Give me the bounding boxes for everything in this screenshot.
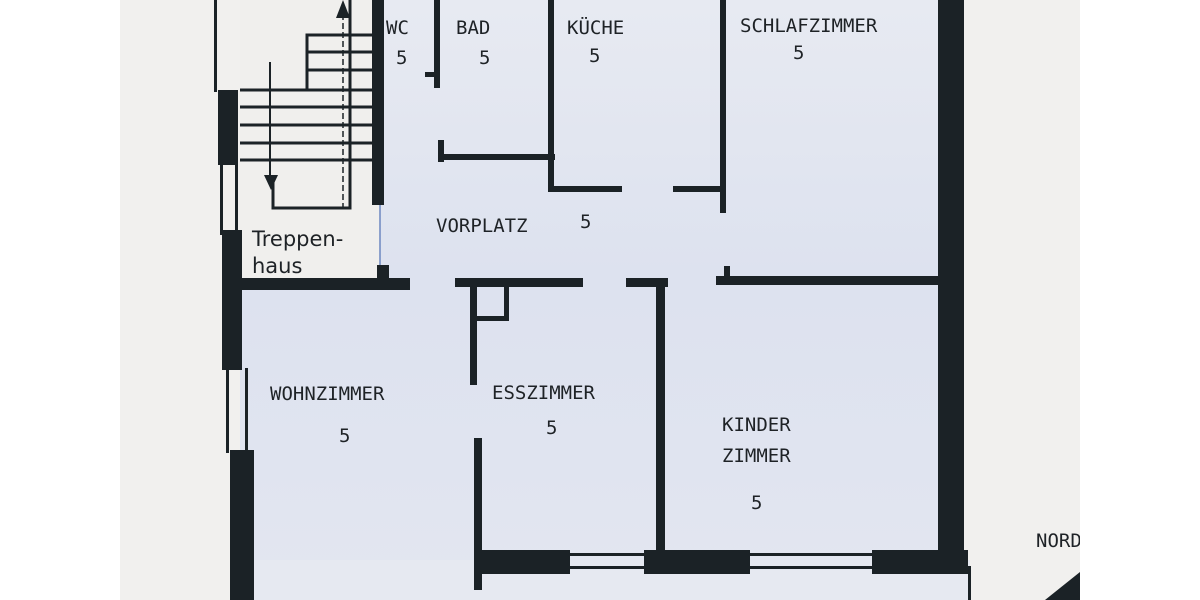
stairwell-label-2: haus <box>252 254 302 278</box>
right-margin <box>1080 0 1200 600</box>
stair-up-arrow-icon <box>336 0 350 18</box>
room-number-bad: 5 <box>479 47 490 69</box>
room-number-kueche: 5 <box>589 45 600 67</box>
stair-down-arrow-icon <box>264 175 278 190</box>
walls <box>214 0 971 600</box>
room-number-schlafzimmer: 5 <box>793 42 804 64</box>
room-label-wohnzimmer: WOHNZIMMER <box>270 383 385 405</box>
room-number-kinderzimmer: 5 <box>751 492 762 514</box>
room-label-vorplatz: VORPLATZ <box>436 215 528 237</box>
room-label-esszimmer: ESSZIMMER <box>492 382 596 404</box>
room-number-wc: 5 <box>396 47 407 69</box>
north-arrow-icon <box>1045 572 1080 600</box>
room-number-wohnzimmer: 5 <box>339 425 350 447</box>
room-label-wc: WC <box>386 17 409 39</box>
room-label-kinderzimmer-1: KINDER <box>722 414 791 436</box>
room-label-bad: BAD <box>456 17 490 39</box>
room-number-vorplatz: 5 <box>580 211 591 233</box>
room-label-schlafzimmer: SCHLAFZIMMER <box>740 15 878 37</box>
stairwell-label-1: Treppen- <box>251 227 343 251</box>
room-label-kinderzimmer-2: ZIMMER <box>722 445 791 467</box>
room-number-esszimmer: 5 <box>546 417 557 439</box>
compass-label: NORD <box>1036 530 1082 552</box>
room-label-kueche: KÜCHE <box>567 16 624 39</box>
